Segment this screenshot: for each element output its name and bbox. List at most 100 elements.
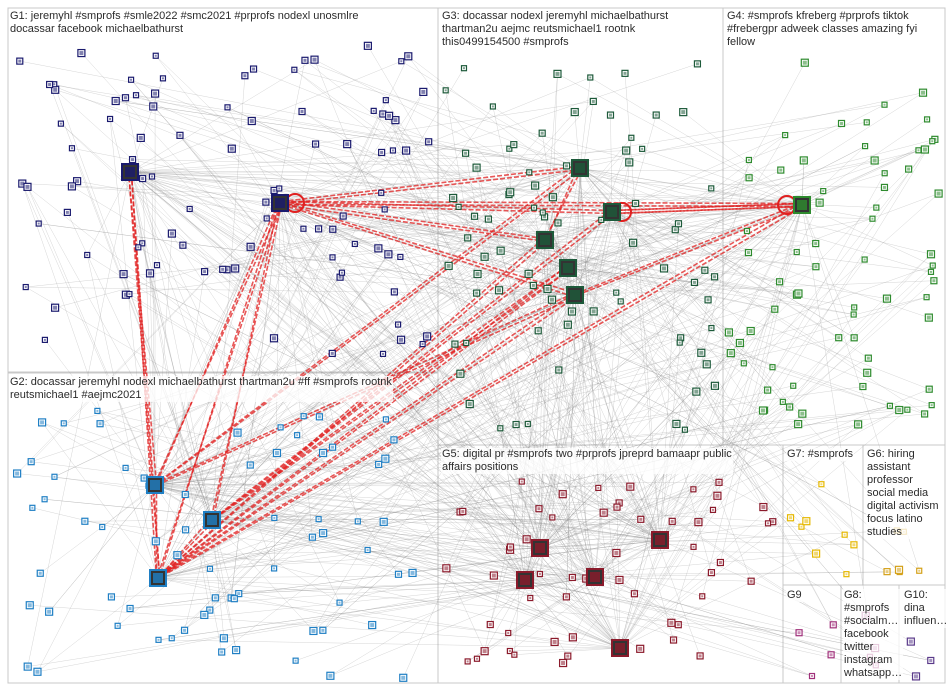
g5-node-fill	[717, 480, 721, 484]
gray-edge	[157, 521, 384, 579]
g5-node-fill	[520, 480, 523, 483]
g10-node-fill	[929, 658, 933, 662]
g3-node-fill	[457, 205, 460, 208]
gray-edge	[211, 519, 931, 661]
gray-edge	[659, 413, 803, 541]
red-edge	[212, 201, 280, 519]
gray-edge	[227, 107, 569, 269]
gray-edge	[400, 167, 581, 258]
gray-edge	[153, 106, 596, 578]
gray-edge	[539, 342, 741, 549]
hub-node-face-g3a	[540, 235, 550, 245]
g5-node-fill	[461, 509, 465, 513]
g4-node-fill	[746, 251, 750, 255]
gray-edge	[801, 150, 919, 206]
g9-node-fill	[797, 631, 801, 635]
gray-edge	[211, 252, 749, 521]
gray-edge	[378, 464, 541, 549]
gray-edge	[154, 484, 813, 677]
g3-node-fill	[641, 147, 644, 150]
g2-node-fill	[29, 460, 33, 464]
g4-node-fill	[747, 158, 750, 161]
gray-edge	[125, 239, 546, 295]
g5-node-fill	[670, 519, 674, 523]
g1-node-fill	[302, 227, 305, 230]
gray-edge	[154, 482, 720, 486]
gray-edge	[279, 104, 885, 204]
gray-edge	[129, 171, 428, 337]
g3-node-fill	[699, 350, 704, 355]
gray-edge	[154, 419, 386, 486]
gray-edge	[48, 484, 156, 612]
gray-edge	[509, 539, 661, 652]
gray-edge	[579, 167, 599, 488]
gray-edge	[129, 171, 237, 651]
g5-node-fill	[513, 653, 516, 656]
group-label-g10: G10: dina influen…	[903, 589, 949, 628]
gray-edge	[211, 311, 594, 521]
gray-edge	[303, 228, 596, 578]
gray-edge	[567, 104, 885, 269]
gray-edge	[279, 202, 677, 425]
g2-node-fill	[128, 606, 132, 610]
gray-edge	[562, 204, 803, 495]
g3-node-fill	[591, 99, 595, 103]
gray-edge	[129, 171, 672, 623]
g4-node-fill	[814, 242, 818, 246]
red-edge	[127, 170, 158, 484]
gray-edge	[211, 419, 387, 521]
g3-node-fill	[497, 288, 502, 293]
gray-edge	[211, 188, 712, 521]
gray-edge	[129, 171, 816, 244]
gray-edge	[574, 280, 934, 296]
hub-node-face-g3c	[575, 163, 585, 173]
gray-edge	[611, 134, 786, 213]
gray-edge	[211, 519, 931, 661]
gray-edge	[392, 150, 596, 578]
hub-node-face-g3e	[563, 263, 573, 273]
gray-edge	[611, 211, 799, 294]
g3-node-fill	[462, 67, 465, 70]
gray-edge	[544, 139, 935, 241]
g3-node-fill	[446, 263, 451, 268]
gray-edge	[97, 410, 661, 541]
g4-node-fill	[747, 176, 751, 180]
g4-node-fill	[788, 405, 792, 409]
g3-node-fill	[473, 214, 477, 218]
g4-node-fill	[742, 362, 745, 365]
red-edge	[156, 165, 579, 485]
g3-node-fill	[467, 402, 472, 407]
gray-edge	[385, 239, 546, 459]
gray-edge	[100, 423, 661, 541]
g2-node-fill	[62, 422, 65, 425]
gray-edge	[398, 539, 661, 575]
g7-node-fill	[845, 573, 848, 576]
g5-node-fill	[466, 660, 469, 663]
g9-node-fill	[811, 675, 814, 678]
g2-node-fill	[183, 628, 187, 632]
g1-node-fill	[53, 87, 58, 92]
gray-edge	[611, 211, 873, 219]
gray-edge	[659, 271, 932, 541]
gray-edge	[234, 294, 576, 599]
gray-edge	[54, 239, 546, 477]
gray-edge	[211, 519, 620, 581]
gray-edge	[157, 68, 465, 579]
g5-node-fill	[701, 595, 704, 598]
gray-edge	[211, 91, 424, 521]
red-edge	[156, 295, 577, 581]
g2-node-fill	[356, 520, 359, 523]
g4-node-fill	[927, 387, 931, 391]
g2-node-fill	[248, 463, 252, 467]
g4-node-fill	[865, 370, 870, 375]
gray-edge	[129, 171, 876, 649]
gray-edge	[154, 484, 413, 574]
gray-edge	[211, 215, 344, 521]
g1-node-fill	[391, 149, 394, 152]
g1-node-fill	[181, 243, 185, 247]
gray-edge	[551, 299, 661, 541]
gray-edge	[157, 92, 924, 579]
g1-node-fill	[43, 338, 46, 341]
gray-edge	[129, 293, 541, 549]
